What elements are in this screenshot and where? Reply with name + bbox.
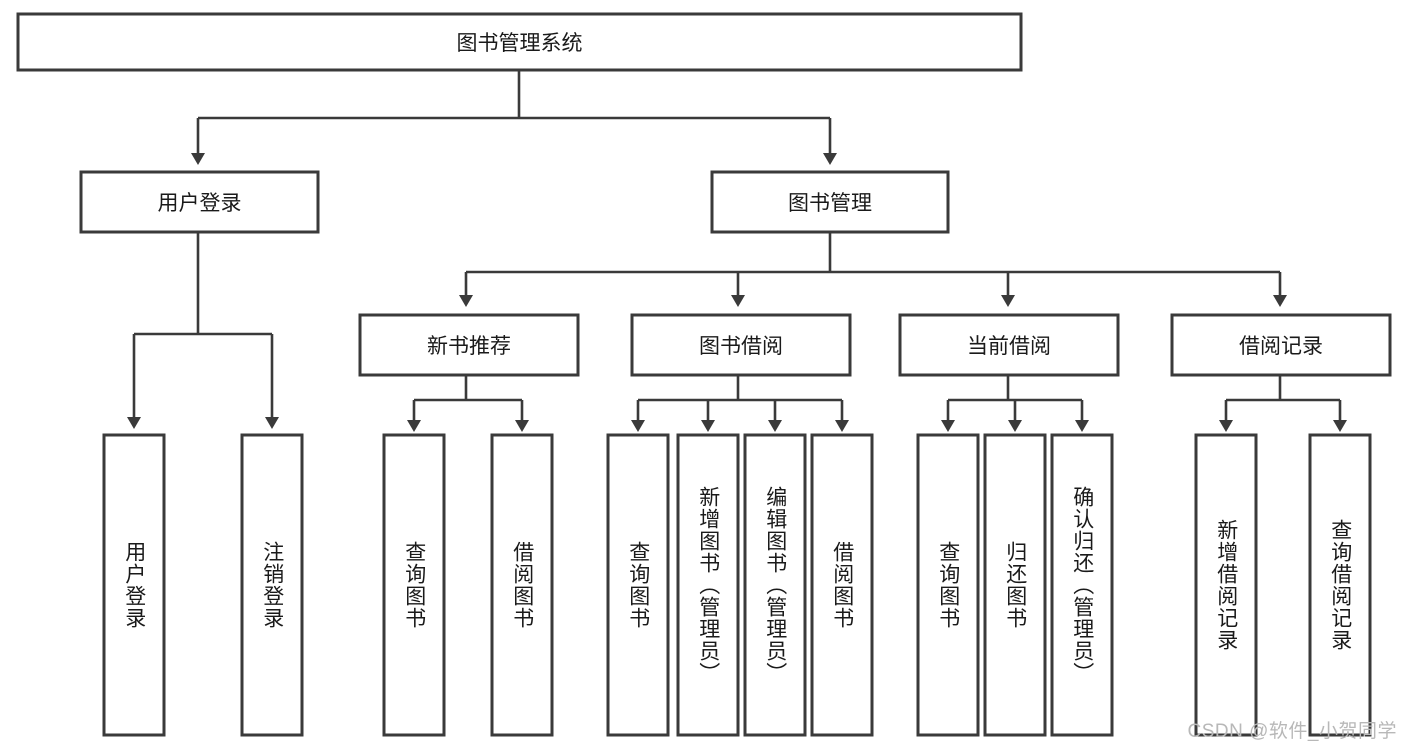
- node-box-leaf-borrow-record-1[interactable]: [1308, 433, 1372, 737]
- node-box-leaf-user-login-1[interactable]: [240, 433, 304, 737]
- node-box-leaf-current-borrow-2[interactable]: [1050, 433, 1114, 737]
- connector-group-user-login: [127, 232, 279, 429]
- node-box-leaf-current-borrow-1[interactable]: [983, 433, 1047, 737]
- connector-group-borrow-record: [1219, 375, 1347, 432]
- node-box-new-book-recommend[interactable]: [358, 313, 580, 377]
- node-box-leaf-new-book-1[interactable]: [490, 433, 554, 737]
- node-box-leaf-book-borrow-2[interactable]: [743, 433, 807, 737]
- node-box-root[interactable]: [16, 12, 1023, 72]
- node-box-leaf-borrow-record-0[interactable]: [1194, 433, 1258, 737]
- node-box-leaf-user-login-0[interactable]: [102, 433, 166, 737]
- node-box-leaf-book-borrow-0[interactable]: [606, 433, 670, 737]
- connector-group-new-book: [407, 375, 529, 432]
- node-box-leaf-book-borrow-3[interactable]: [810, 433, 874, 737]
- node-box-current-borrow[interactable]: [898, 313, 1120, 377]
- node-box-book-mgmt[interactable]: [710, 170, 950, 234]
- node-box-book-borrow[interactable]: [630, 313, 852, 377]
- node-box-leaf-current-borrow-0[interactable]: [916, 433, 980, 737]
- watermark-text: CSDN @软件_小贺同学: [1187, 721, 1397, 742]
- node-box-user-login[interactable]: [79, 170, 320, 234]
- connector-group-current-borrow: [941, 375, 1089, 432]
- node-box-leaf-new-book-0[interactable]: [382, 433, 446, 737]
- node-box-leaf-book-borrow-1[interactable]: [676, 433, 740, 737]
- connector-group-book-borrow: [631, 375, 849, 432]
- connector-group-book-mgmt: [459, 232, 1287, 307]
- connector-group-root: [191, 70, 837, 165]
- node-box-borrow-record[interactable]: [1170, 313, 1392, 377]
